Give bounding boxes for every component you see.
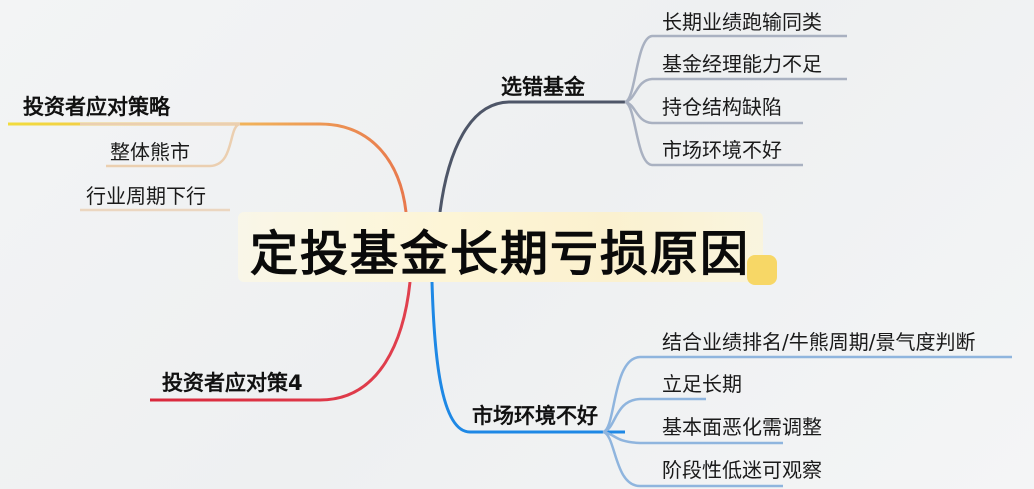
connector-wrong-fund [438, 100, 625, 213]
branch-wrong-fund[interactable]: 选错基金 [501, 75, 585, 99]
branch-investor-strategy[interactable]: 投资者应对策略 [23, 95, 170, 119]
branch-market-env[interactable]: 市场环境不好 [472, 404, 598, 428]
connector-market [430, 281, 625, 434]
central-topic[interactable]: 定投基金长期亏损原因 [250, 226, 751, 282]
leaf-wrong-fund-3[interactable]: 持仓结构缺陷 [662, 95, 782, 119]
leaf-strategy-2[interactable]: 行业周期下行 [86, 184, 206, 208]
leaf-wrong-fund-2[interactable]: 基金经理能力不足 [662, 52, 822, 76]
connector-strategy [8, 122, 408, 213]
leaf-market-2[interactable]: 立足长期 [662, 372, 742, 396]
leaf-wrong-fund-4[interactable]: 市场环境不好 [662, 138, 782, 162]
leaf-wrong-fund-1[interactable]: 长期业绩跑输同类 [662, 10, 822, 34]
connector-strategy-4 [150, 281, 412, 402]
leaf-market-4[interactable]: 阶段性低迷可观察 [662, 458, 822, 482]
central-topic-badge [747, 255, 777, 285]
leaf-market-3[interactable]: 基本面恶化需调整 [662, 415, 822, 439]
leaf-strategy-1[interactable]: 整体熊市 [110, 140, 190, 164]
branch-investor-strategy-4[interactable]: 投资者应对策4 [162, 371, 303, 395]
central-topic-background [238, 212, 763, 282]
leaf-market-1[interactable]: 结合业绩排名/牛熊周期/景气度判断 [662, 330, 976, 354]
